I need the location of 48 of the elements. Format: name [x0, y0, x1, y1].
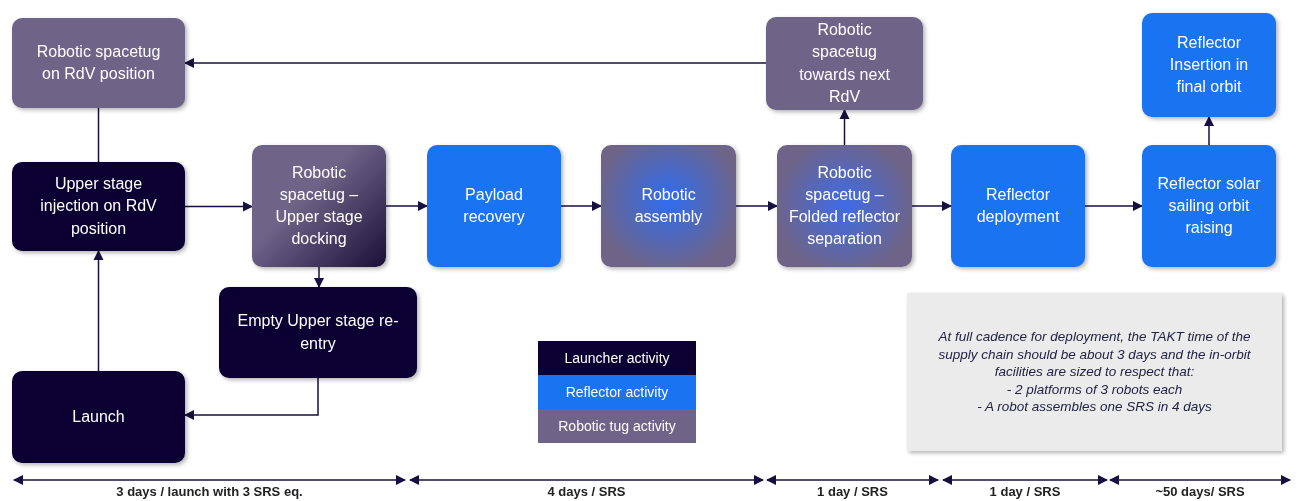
node-label: Empty Upper stage re-entry	[236, 311, 400, 354]
arrow	[1203, 115, 1215, 146]
bullet-item: - A robot assembles one SRS in 4 days	[977, 398, 1212, 416]
arrow	[184, 201, 254, 212]
duration-label: ~50 days/ SRS	[1154, 484, 1246, 499]
process-box	[427, 145, 561, 267]
arrow	[735, 200, 779, 212]
duration-label: 1 day / SRS	[988, 484, 1062, 499]
arrow	[183, 377, 319, 421]
legend-item: Reflector activity	[538, 375, 696, 409]
bullet-item: - 2 platforms of 3 robots each	[1006, 380, 1183, 399]
process-box	[219, 287, 417, 378]
node-label: Robotic spacetug towards next RdV	[798, 20, 891, 107]
process-box	[601, 145, 736, 267]
note-text: At full cadence for deployment, the TAKT time of the supply chain should be about 3 days and the in-orbit facilities are sized to respect that:	[937, 328, 1252, 381]
legend-item: Launcher activity	[538, 341, 696, 375]
node-label: Reflector deployment	[975, 184, 1061, 227]
node-label: Robotic spacetug on RdV position	[35, 41, 162, 84]
process-box	[252, 145, 386, 267]
process-box	[12, 371, 185, 463]
node-label: Robotic assembly	[633, 184, 704, 227]
duration-label: 3 days / launch with 3 SRS eq.	[115, 484, 304, 499]
process-box	[777, 145, 912, 267]
arrow	[560, 200, 603, 212]
duration-label: 1 day / SRS	[816, 484, 889, 499]
process-box	[12, 162, 185, 251]
arrow	[1084, 200, 1144, 212]
arrow	[385, 200, 429, 212]
node-label: Reflector Insertion in final orbit	[1168, 32, 1250, 98]
arrow	[183, 57, 767, 69]
arrow	[313, 266, 325, 289]
process-box	[766, 17, 923, 110]
node-label: Payload recovery	[462, 184, 526, 227]
arrow	[911, 200, 953, 212]
process-box	[12, 18, 185, 108]
legend-item: Robotic tug activity	[538, 409, 696, 443]
duration-label: 4 days / SRS	[546, 484, 627, 499]
arrow	[839, 108, 850, 146]
node-label: Robotic spacetug – Folded reflector separation	[787, 162, 902, 250]
process-box	[1142, 13, 1276, 117]
node-label: Upper stage injection on RdV position	[39, 174, 158, 239]
process-box	[1142, 145, 1276, 267]
node-label: Reflector solar sailing orbit raising	[1156, 173, 1262, 239]
node-label: Launch	[72, 406, 125, 427]
arrow	[93, 249, 104, 372]
note-box	[907, 293, 1282, 451]
process-box	[951, 145, 1085, 267]
node-label: Robotic spacetug – Upper stage docking	[274, 162, 364, 250]
